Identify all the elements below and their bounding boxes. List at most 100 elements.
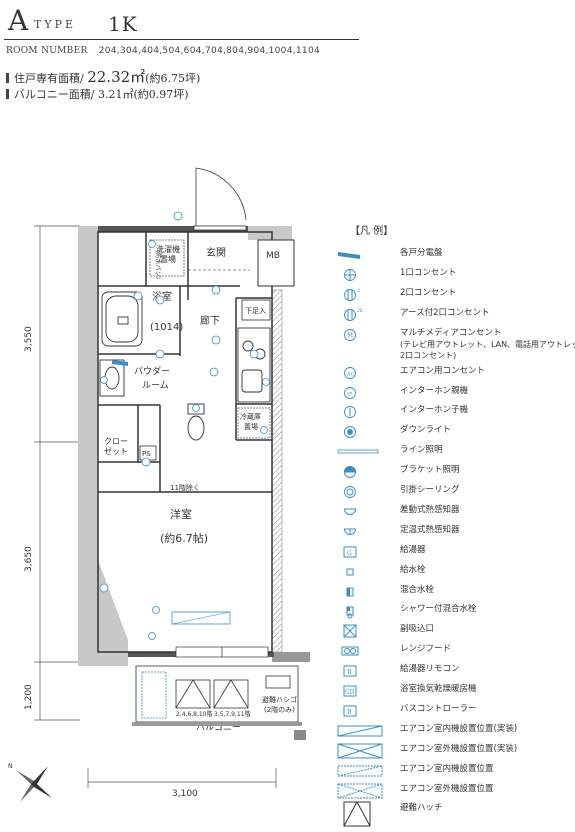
dim-left-bottom: 1,200 <box>24 684 34 710</box>
bullet-bar <box>6 73 9 83</box>
dim-left-mid: 3,650 <box>24 546 34 572</box>
drain <box>294 730 306 740</box>
legend-label-main: 浴室換気乾燥暖房機 <box>400 684 477 694</box>
escape-label-1: 避難ハシゴ <box>262 695 297 704</box>
downlight-icon <box>336 423 390 441</box>
svg-text:R: R <box>347 669 352 676</box>
mb-box <box>257 239 295 287</box>
ac-out-real-icon <box>336 742 390 760</box>
powder-label-1: パウダー <box>134 365 170 377</box>
type-model: 1K <box>108 12 138 36</box>
closet-label-2: ゼット <box>104 446 128 456</box>
note-11f: 11階除く <box>170 483 200 492</box>
bullet-bar <box>6 89 9 99</box>
unit-area-value: 22.32㎡ <box>87 68 146 86</box>
remote-icon: R <box>336 662 390 680</box>
ac-out-icon <box>336 782 390 800</box>
legend-label-main: 避難ハッチ <box>400 803 443 814</box>
legend-label-main: エアコン用コンセント <box>400 365 486 376</box>
legend-label: インターホン親機 <box>400 386 468 397</box>
legend-label-main: アース付2口コンセント <box>400 307 490 318</box>
entrance-label: 玄関 <box>206 246 226 259</box>
ac-note-2: 3,5,7,9,11階 <box>214 710 251 718</box>
legend-label-main: ブラケット照明 <box>400 465 460 476</box>
legend-label-main: 1口コンセント <box>400 267 457 278</box>
unit-area-label: 住戸専有面積/ <box>14 72 84 85</box>
panel-board-icon <box>112 360 128 366</box>
dim-left-top: 3,550 <box>24 326 34 352</box>
legend-label: エアコン用コンセント <box>400 366 485 377</box>
shower-mixer-icon <box>336 602 390 620</box>
legend-title: 【凡 例】 <box>350 226 394 237</box>
legend-label: シャワー付混合水栓 <box>400 604 477 615</box>
legend-label-main: インターホン子機 <box>400 405 469 416</box>
legend-item-hatch: 避難ハッチ <box>336 801 575 827</box>
escape-label-2: (2階のみ) <box>264 705 295 714</box>
legend-label: 混合水栓 <box>400 585 434 596</box>
legend-label: 浴室換気乾燥暖房機 <box>400 684 477 695</box>
ac-note-1: 2,4,6,8,10階 <box>176 710 213 718</box>
legend-label-main: エアコン室外機設置位置(実装) <box>400 743 518 754</box>
legend: 【凡 例】 <box>330 222 575 243</box>
vent-icon <box>336 622 390 640</box>
legend-label: ブラケット照明 <box>400 465 460 476</box>
legend-label: エアコン室内機設置位置 <box>400 764 494 775</box>
title-divider <box>4 39 359 40</box>
plan-symbols <box>99 211 270 640</box>
outlet-earth-icon: 2E <box>336 306 390 324</box>
bracket-icon <box>336 463 390 481</box>
left-dimension <box>34 225 80 721</box>
legend-label-main: エアコン室外機設置位置 <box>400 783 494 794</box>
fridge-label-2: 置場 <box>244 422 258 431</box>
legend-label: 給湯器リモコン <box>400 664 460 675</box>
legend-label: ライン照明 <box>400 445 443 456</box>
legend-item-bracket: ブラケット照明 <box>336 463 575 481</box>
balcony-area-tsubo: (約0.97坪) <box>133 88 189 101</box>
balcony-window <box>175 646 269 658</box>
legend-label: 1口コンセント <box>400 268 456 279</box>
legend-label: インターホン子機 <box>400 405 468 416</box>
mixer-icon <box>336 583 390 601</box>
legend-label-main: ダウンライト <box>400 425 452 436</box>
shoe-box <box>241 299 271 321</box>
room-number-label: ROOM NUMBER <box>6 46 88 56</box>
legend-label: ダウンライト <box>400 425 451 436</box>
legend-label-main: インターホン親機 <box>400 385 469 396</box>
ac-outlet-icon: AC <box>336 364 390 382</box>
legend-label: アース付2口コンセント <box>400 308 489 319</box>
type-letter: A <box>8 4 29 37</box>
fridge-space <box>237 407 271 439</box>
linelight-icon <box>336 443 390 461</box>
plan-title: A TYPE 1K <box>8 6 358 40</box>
legend-label: 給湯器 <box>400 545 426 556</box>
kitchen-counter <box>237 327 271 403</box>
legend-label-main: ライン照明 <box>400 445 443 456</box>
legend-label-sub2: 2口コンセント) <box>400 350 457 360</box>
room-number-value: 204,304,404,504,604,704,804,904,1004,110… <box>98 46 321 56</box>
hall-label: 廊下 <box>200 314 220 327</box>
legend-item-downlight: ダウンライト <box>336 423 575 441</box>
legend-item-heat-diff: 差動式熱感知器 <box>336 503 575 521</box>
legend-item-shower-mixer: シャワー付混合水栓 <box>336 602 575 620</box>
laundry-label-1: 洗濯機 <box>156 244 180 254</box>
legend-label: 差動式熱感知器 <box>400 505 460 516</box>
legend-label-main: 給湯器リモコン <box>400 664 460 675</box>
legend-label-main: 引掛シーリング <box>400 485 460 495</box>
multimedia-icon: M <box>336 326 390 344</box>
svg-text:2: 2 <box>357 288 360 294</box>
closet-label-1: クロー <box>104 437 128 446</box>
laundry-pan: (防水パン) <box>154 250 162 279</box>
legend-label: レンジフード <box>400 644 451 655</box>
legend-label-main: エアコン室内機設置位置(実装) <box>400 723 518 734</box>
legend-label-main: マルチメディアコンセント <box>400 327 502 338</box>
legend-label-main: 給湯器 <box>400 544 426 555</box>
legend-label: 各戸分電盤 <box>400 248 443 259</box>
bath-ctrl-icon: B <box>336 702 390 720</box>
balcony-area-value: 3.21㎡ <box>98 88 134 101</box>
legend-item-ac-out: エアコン室外機設置位置 <box>336 782 575 800</box>
svg-text:N: N <box>8 763 13 770</box>
legend-item-outlet-earth: 2E アース付2口コンセント <box>336 306 575 324</box>
